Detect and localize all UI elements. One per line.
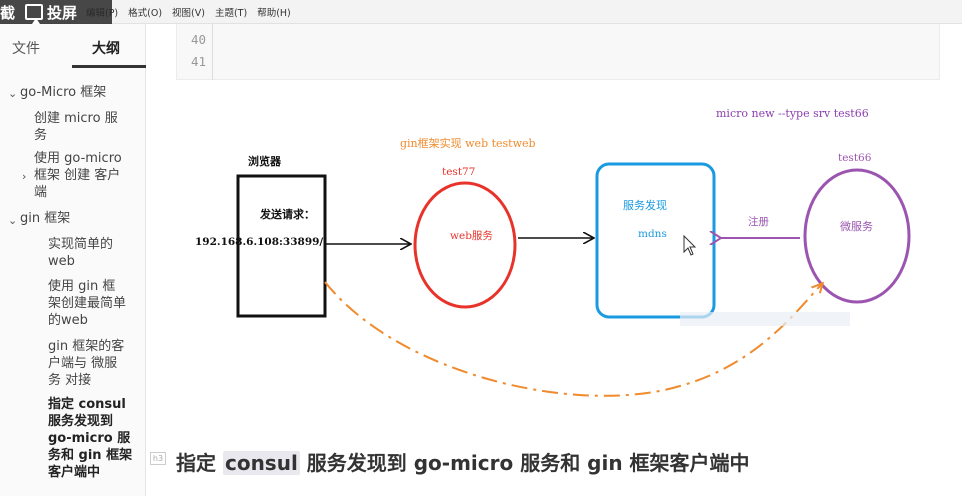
micro-service-ellipse — [803, 168, 911, 304]
architecture-diagram: micro new --type srv test66 gin框架实现 web … — [160, 86, 950, 416]
outline-item-consul-active[interactable]: 指定 consul 服务发现到 go-micro 服务和 gin 框架客户端中 — [48, 397, 133, 480]
active-tab-indicator — [72, 65, 146, 68]
test66-label: test66 — [838, 152, 872, 164]
cast-icon[interactable] — [25, 4, 44, 24]
outline-item-gin-simple-web[interactable]: 使用 gin 框架创建最简单的web — [48, 279, 127, 328]
chevron-right-icon[interactable]: › — [22, 170, 27, 183]
browser-title: 浏览器 — [248, 155, 281, 168]
menu-format[interactable]: 格式(O) — [128, 8, 163, 19]
web-service-ellipse — [413, 181, 517, 309]
sidebar-tabs: 文件 大纲 — [0, 36, 146, 66]
screenshot-label[interactable]: 截 — [0, 3, 16, 22]
mouse-cursor-icon — [683, 234, 697, 256]
browser-box — [236, 174, 327, 318]
test77-label: test77 — [442, 166, 476, 178]
menu-help[interactable]: 帮助(H) — [257, 8, 291, 19]
heading-prefix: 指定 — [176, 451, 223, 475]
code-block[interactable]: 40 41 — [176, 24, 940, 80]
register-label: 注册 — [748, 216, 769, 228]
micro-service-label: 微服务 — [840, 220, 873, 233]
heading-suffix: 服务发现到 go-micro 服务和 gin 框架客户端中 — [299, 451, 750, 475]
service-discovery-label: 服务发现 — [623, 199, 667, 212]
sidebar: 文件 大纲 ⌄ go-Micro 框架 创建 micro 服务 › 使用 go-… — [0, 24, 146, 496]
command-text: micro new --type srv test66 — [716, 107, 869, 120]
menu-items: 编辑(P) 格式(O) 视图(V) 主题(T) 帮助(H) — [86, 0, 291, 24]
tab-files[interactable]: 文件 — [12, 41, 40, 57]
line-number: 40 — [190, 32, 206, 47]
heading-highlight: consul — [222, 451, 300, 475]
menu-view[interactable]: 视图(V) — [172, 8, 205, 19]
gin-label: gin框架实现 web testweb — [400, 137, 536, 150]
line-number-gutter: 40 41 — [177, 24, 213, 80]
heading-level-tag: h3 — [150, 452, 166, 465]
menu-theme[interactable]: 主题(T) — [214, 8, 248, 19]
service-discovery-box — [595, 162, 716, 319]
send-request-label: 发送请求： — [260, 208, 315, 221]
menu-bar: 编辑(P) 格式(O) 视图(V) 主题(T) 帮助(H) 截 投屏 — [0, 0, 962, 24]
blurred-watermark — [680, 312, 850, 326]
outline-item-gin[interactable]: gin 框架 — [20, 211, 71, 226]
outline-item-gin-client[interactable]: gin 框架的客户端与 微服务 对接 — [48, 339, 125, 388]
screencast-overlay: 截 投屏 — [0, 0, 112, 24]
outline-item-go-micro-client[interactable]: 使用 go-micro 框架 创建 客户端 — [34, 151, 122, 200]
line-number: 41 — [190, 54, 206, 69]
web-service-label: web服务 — [450, 230, 493, 242]
outline-item-simple-web[interactable]: 实现简单的web — [48, 237, 114, 269]
tab-outline[interactable]: 大纲 — [92, 41, 120, 57]
section-heading[interactable]: 指定 consul 服务发现到 go-micro 服务和 gin 框架客户端中 — [176, 447, 750, 476]
request-url: 192.168.6.108:33899/ — [195, 236, 324, 248]
cast-label[interactable]: 投屏 — [47, 3, 78, 22]
mdns-label: mdns — [638, 228, 667, 240]
outline-item-go-micro[interactable]: go-Micro 框架 — [20, 85, 107, 100]
chevron-down-icon[interactable]: ⌄ — [8, 87, 18, 100]
chevron-down-icon[interactable]: ⌄ — [8, 214, 18, 227]
dashed-return-curve — [324, 281, 822, 397]
diagram-canvas — [236, 162, 911, 397]
outline-item-create-micro[interactable]: 创建 micro 服务 — [34, 111, 118, 143]
